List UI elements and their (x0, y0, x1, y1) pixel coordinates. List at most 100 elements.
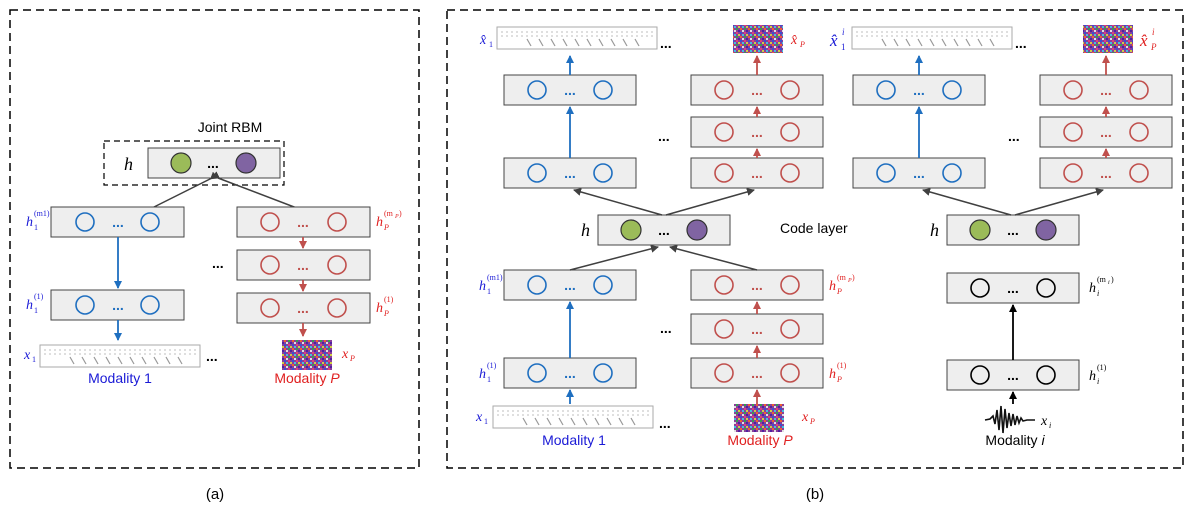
text-image-icon (496, 26, 658, 50)
svg-text:i: i (842, 27, 845, 37)
hP-mP-label-b: h P (m P ) (829, 273, 855, 296)
svg-text:(1): (1) (1097, 363, 1107, 372)
svg-text:(1): (1) (837, 361, 847, 370)
code-layer-right: ... (946, 214, 1080, 246)
ellipsis-a-mid: ... (212, 255, 224, 271)
svg-text:...: ... (1007, 280, 1019, 296)
svg-text:...: ... (112, 214, 124, 230)
red-layer-top-a: ... (236, 206, 371, 238)
svg-text:P: P (799, 40, 805, 49)
svg-text:...: ... (112, 297, 124, 313)
ellipsis-b-dec-2: ... (1008, 128, 1020, 144)
modality-i-label: Modality i (985, 432, 1045, 448)
hP-1-label-b: h P (1) (829, 361, 847, 384)
text-image-icon (39, 344, 201, 368)
svg-text:...: ... (564, 365, 576, 381)
svg-text:1: 1 (487, 287, 491, 296)
xi-label: x i (1040, 414, 1051, 430)
arrow-code-r-to-red-dec (1014, 188, 1104, 216)
svg-text:Modality P: Modality P (727, 432, 793, 448)
svg-text:...: ... (751, 277, 763, 293)
arrow-code-to-red-dec (665, 188, 755, 216)
svg-text:...: ... (564, 277, 576, 293)
xP-hat-label: x̂ P (790, 33, 805, 49)
x1-hat-label: x̂ 1 (479, 33, 493, 49)
panel-a-border (9, 9, 420, 469)
svg-text:...: ... (751, 124, 763, 140)
svg-text:...: ... (1100, 124, 1112, 140)
svg-text:h: h (829, 279, 836, 294)
x1-label-a: x 1 (23, 348, 36, 364)
joint-rbm-title: Joint RBM (198, 119, 263, 135)
red-decoder-layer-1-right: ... (1039, 74, 1173, 106)
svg-text:1: 1 (489, 40, 493, 49)
x1-hat-i-label: x̂ 1 i (829, 27, 846, 52)
h1-1-label-a: h 1 (1) (26, 292, 44, 315)
svg-text:h: h (479, 279, 486, 294)
svg-text:...: ... (913, 82, 925, 98)
svg-text:): ) (852, 273, 855, 282)
svg-text:P: P (847, 278, 852, 284)
svg-text:i: i (1152, 27, 1155, 37)
svg-text:x: x (23, 348, 31, 363)
blue-layer-bottom-a: ... (50, 289, 185, 321)
svg-text:...: ... (297, 257, 309, 273)
svg-text:(1): (1) (384, 295, 394, 304)
caption-a: (a) (206, 486, 224, 503)
h-label-b1: h (581, 220, 590, 240)
svg-text:h: h (1089, 369, 1096, 384)
ellipsis-b-dec-1: ... (658, 128, 670, 144)
svg-text:1: 1 (32, 355, 36, 364)
svg-text:P: P (1150, 42, 1157, 52)
audio-waveform-icon (984, 405, 1035, 434)
svg-text:h: h (829, 367, 836, 382)
arrow-blue-enc-to-code (569, 244, 659, 271)
svg-text:1: 1 (34, 306, 38, 315)
ellipsis-b-top-2: ... (1015, 35, 1027, 51)
code-layer-label: Code layer (780, 220, 848, 236)
svg-text:i: i (1097, 289, 1099, 298)
text-image-icon (851, 26, 1013, 50)
blue-decoder-layer-bottom-right: ... (852, 157, 986, 189)
red-decoder-layer-3-right: ... (1039, 157, 1173, 189)
svg-text:i: i (1097, 377, 1099, 386)
svg-text:...: ... (297, 214, 309, 230)
blue-encoder-layer-bottom: ... (503, 357, 637, 389)
svg-text:(1): (1) (34, 292, 44, 301)
h-label-a: h (124, 154, 133, 174)
svg-text:x̂: x̂ (829, 31, 838, 50)
purple-unit (235, 152, 257, 174)
svg-text:1: 1 (34, 223, 38, 232)
svg-text:Modality P: Modality P (274, 370, 340, 386)
svg-text:): ) (399, 209, 402, 218)
svg-text:h: h (479, 367, 486, 382)
h1-m1-label-b: h 1 (m1) (479, 273, 503, 296)
svg-text:h: h (376, 301, 383, 316)
ellipsis-b-enc: ... (660, 320, 672, 336)
noise-image-icon (734, 404, 784, 432)
red-encoder-layer-1: ... (690, 269, 824, 301)
svg-text:P: P (383, 223, 389, 232)
blue-decoder-layer-top-right: ... (852, 74, 986, 106)
blue-encoder-layer-top: ... (503, 269, 637, 301)
red-decoder-layer-1: ... (690, 74, 824, 106)
red-layer-bottom-a: ... (236, 292, 371, 324)
svg-text:(m: (m (837, 273, 847, 282)
svg-text:h: h (26, 215, 33, 230)
black-encoder-layer-bottom: ... (946, 359, 1080, 391)
blue-layer-top-a: ... (50, 206, 185, 238)
ellipsis-a-bottom: ... (206, 348, 218, 364)
modality-1-label-b: Modality 1 (542, 432, 606, 448)
svg-text:Modality i: Modality i (985, 432, 1045, 448)
svg-text:...: ... (207, 155, 219, 171)
svg-text:x̂: x̂ (1139, 31, 1148, 50)
svg-text:(m1): (m1) (487, 273, 503, 282)
svg-text:(m: (m (384, 209, 394, 218)
svg-text:x: x (341, 347, 349, 362)
svg-text:x: x (1040, 414, 1048, 429)
hi-mi-label: h i (m i ) (1089, 275, 1114, 298)
svg-text:(1): (1) (487, 361, 497, 370)
svg-text:h: h (1089, 281, 1096, 296)
arrow-code-r-to-blue-dec (922, 188, 1012, 216)
